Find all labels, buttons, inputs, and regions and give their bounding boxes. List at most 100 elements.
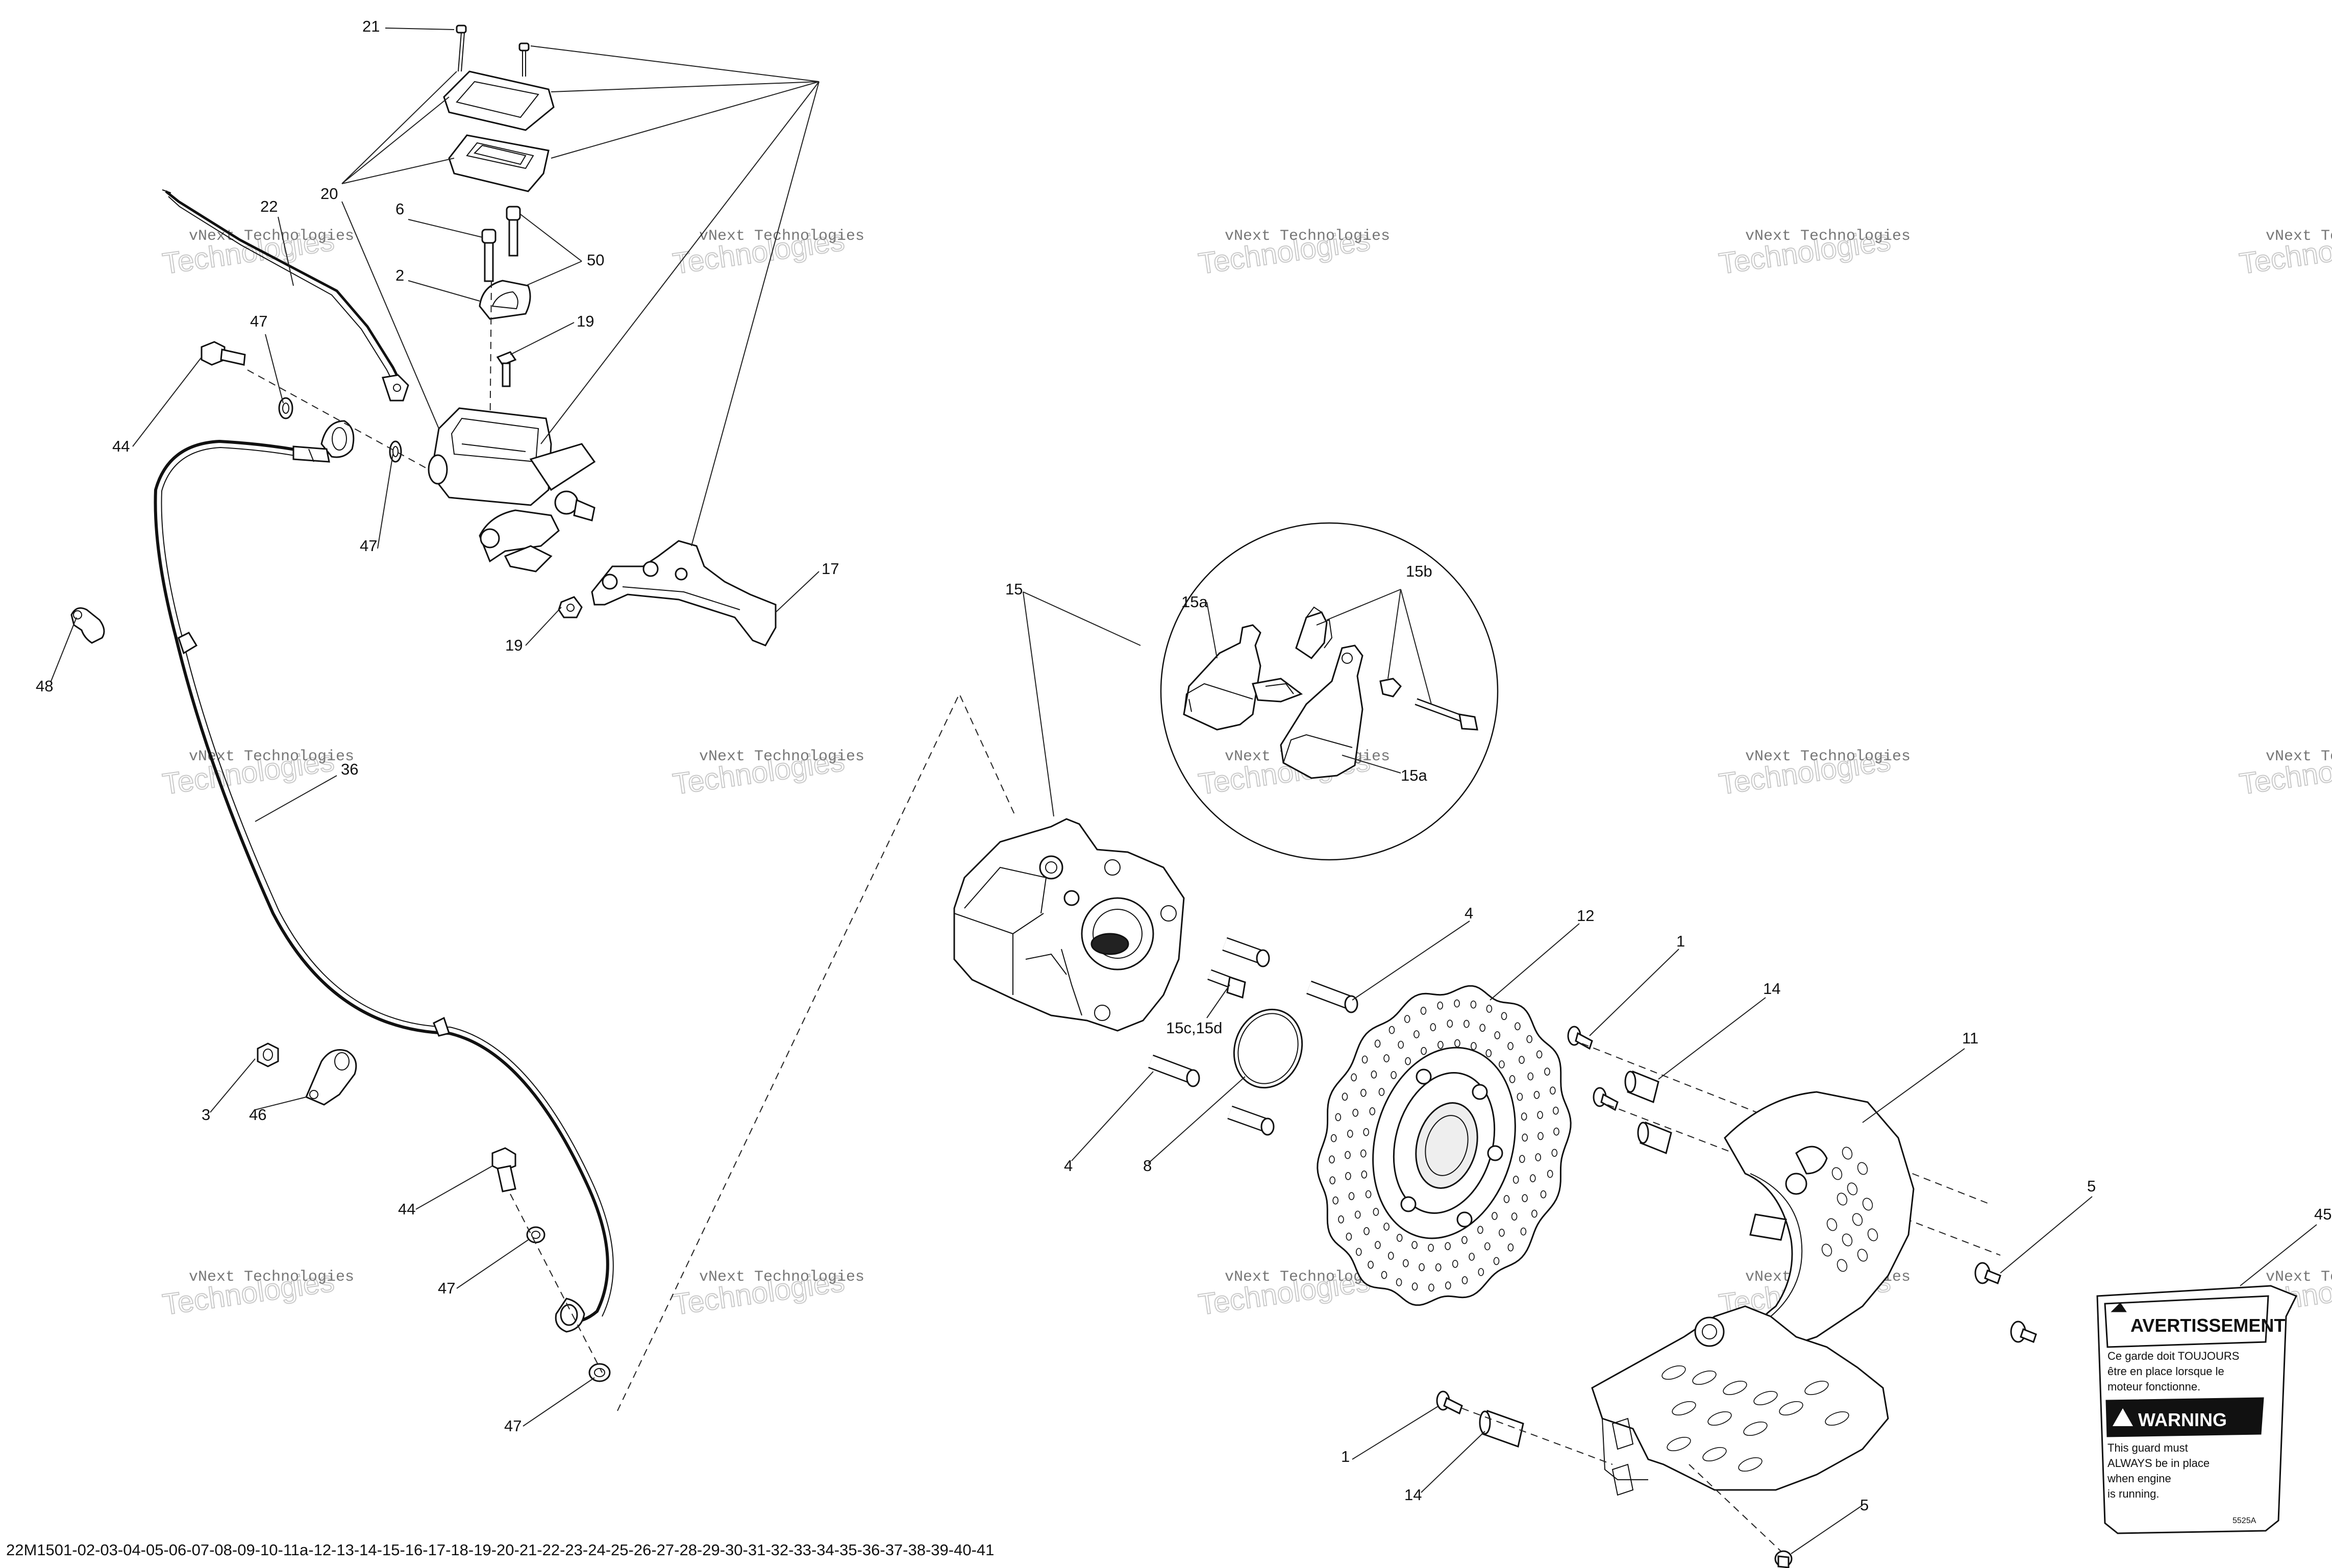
guard-vent-slot xyxy=(1743,1422,1768,1436)
spacer-14-mid xyxy=(1637,1121,1672,1155)
disc-vent-hole xyxy=(1345,1151,1351,1159)
disc-vent-hole xyxy=(1330,1134,1337,1142)
disc-vent-hole xyxy=(1371,1071,1377,1079)
watermark-line-1: vNext Technologies xyxy=(189,228,354,245)
disc-vent-hole xyxy=(1388,1026,1395,1034)
disc-vent-hole xyxy=(1493,1257,1500,1265)
pad-retainer xyxy=(1295,606,1333,659)
leader-lines xyxy=(51,28,2317,1554)
guard-vent-slot xyxy=(1661,1365,1686,1380)
caliper-slide-bolt-upper xyxy=(1222,937,1270,967)
warning-decal-45: AVERTISSEMENT Ce garde doit TOUJOURS êtr… xyxy=(2096,1285,2298,1534)
screw-1-mid xyxy=(1593,1087,1619,1111)
leader-line xyxy=(408,219,483,238)
leader-line xyxy=(523,1377,595,1427)
leader-line xyxy=(415,1165,493,1210)
leader-line xyxy=(278,216,294,286)
disc-vent-hole xyxy=(1396,1278,1402,1286)
disc-vent-hole xyxy=(1363,1227,1370,1235)
disc-vent-hole xyxy=(1499,1229,1505,1237)
disc-vent-hole xyxy=(1360,1149,1367,1158)
pivot-nut xyxy=(558,596,583,618)
guard-vent-slot xyxy=(1867,1228,1878,1241)
guard-vent-slot xyxy=(1857,1162,1868,1175)
guard-vent-slot xyxy=(1842,1233,1853,1247)
nut-3 xyxy=(257,1042,279,1067)
callout-50: 50 xyxy=(587,251,604,269)
leader-line xyxy=(265,334,284,404)
guard-vent-slot xyxy=(1837,1259,1848,1272)
leader-line xyxy=(1342,755,1401,774)
leader-line xyxy=(691,81,820,546)
guard-vent-slot xyxy=(1821,1243,1832,1257)
leader-line xyxy=(255,1097,307,1110)
disc-vent-hole xyxy=(1373,1208,1379,1216)
brake-pad-outer xyxy=(1280,644,1363,779)
watermark-line-1: vNext Technologies xyxy=(699,228,864,245)
callout-3: 3 xyxy=(202,1106,210,1124)
disc-vent-hole xyxy=(1512,1176,1519,1184)
disc-vent-hole xyxy=(1515,1022,1521,1031)
disc-vent-hole xyxy=(1470,1000,1477,1009)
disc-vent-hole xyxy=(1421,1047,1427,1055)
guard-vent-slot xyxy=(1707,1411,1732,1426)
leader-line xyxy=(530,45,820,82)
guard-vent-slot xyxy=(1702,1447,1727,1461)
watermark-line-1: vNext Technologies xyxy=(699,748,864,765)
disc-vent-hole xyxy=(1391,1071,1397,1079)
leader-line xyxy=(1352,920,1470,1001)
leader-line xyxy=(1071,1071,1154,1161)
caliper-bolt-4-upper xyxy=(1306,980,1358,1013)
disc-vent-hole xyxy=(1419,1263,1425,1272)
callout-5: 5 xyxy=(2087,1177,2096,1195)
leader-line xyxy=(132,357,202,447)
disc-vent-hole xyxy=(1360,1089,1367,1097)
disc-vent-hole xyxy=(1553,1106,1559,1115)
decal-en-line-4: is running. xyxy=(2107,1487,2160,1500)
disc-vent-hole xyxy=(1535,1153,1541,1161)
leader-line xyxy=(1023,591,1141,646)
leader-line xyxy=(377,454,393,549)
disc-vent-hole xyxy=(1494,1031,1500,1039)
disc-vent-hole xyxy=(1332,1196,1338,1205)
leader-line xyxy=(1326,589,1401,620)
leader-line xyxy=(2240,1224,2317,1286)
disc-vent-hole xyxy=(1354,1210,1361,1219)
disc-vent-hole xyxy=(1345,1172,1351,1180)
sealing-washer-lower xyxy=(389,440,402,463)
disc-vent-hole xyxy=(1454,1039,1460,1048)
banjo-bolt-lower xyxy=(491,1147,516,1192)
disc-vent-hole xyxy=(1477,1226,1483,1234)
watermark-line-1: vNext Technologies xyxy=(189,1268,354,1286)
disc-vent-hole xyxy=(1352,1109,1358,1117)
callout-19: 19 xyxy=(577,312,594,330)
disc-vent-hole xyxy=(1365,1190,1372,1199)
leader-line xyxy=(341,201,439,429)
disc-vent-hole xyxy=(1420,1007,1427,1015)
pad-pin xyxy=(1379,678,1478,731)
sealing-washer-47-mid xyxy=(526,1226,545,1243)
reservoir-diaphragm xyxy=(448,134,550,192)
watermark-line-1: vNext Technologies xyxy=(189,748,354,765)
disc-vent-hole xyxy=(1517,1092,1523,1101)
decal-heading-fr: AVERTISSEMENT xyxy=(2130,1315,2285,1336)
decal-code: 5525A xyxy=(2232,1516,2256,1525)
leader-line xyxy=(1352,1405,1440,1460)
watermark-line-1: vNext Technologies xyxy=(2266,1268,2332,1286)
brake-hose-36 xyxy=(154,439,614,1333)
guard-vent-slot xyxy=(1842,1147,1853,1160)
handlebar-clamp xyxy=(479,280,531,320)
leader-line xyxy=(1148,1076,1246,1164)
disc-vent-hole xyxy=(1522,1194,1528,1202)
disc-vent-hole xyxy=(1522,1133,1528,1142)
disc-vent-hole xyxy=(1338,1215,1344,1224)
brake-disc-12 xyxy=(1317,985,1572,1306)
guard-vent-slot xyxy=(1852,1213,1863,1226)
disc-vent-hole xyxy=(1369,1107,1376,1115)
callout-12: 12 xyxy=(1577,907,1594,925)
callout-47: 47 xyxy=(438,1279,455,1297)
